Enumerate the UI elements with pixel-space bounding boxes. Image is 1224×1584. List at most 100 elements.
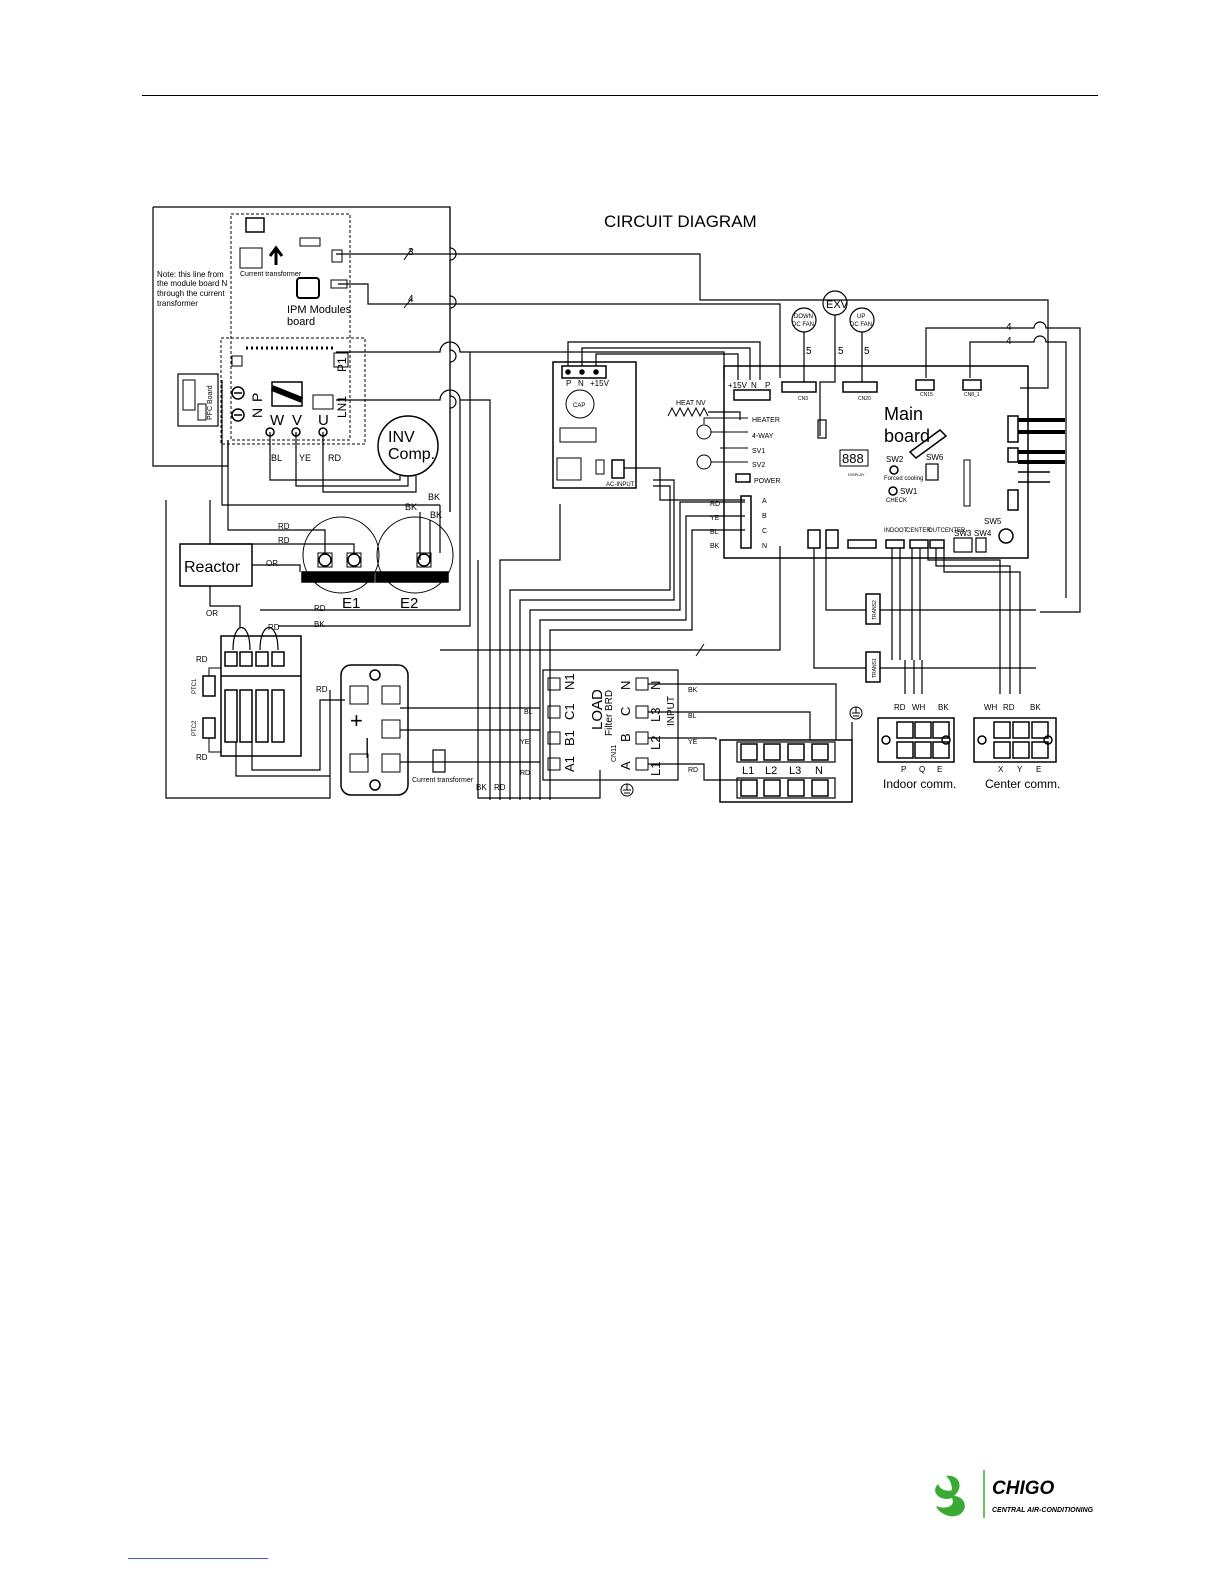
down-fan-line2: DC FAN xyxy=(792,322,814,328)
sw3-label: SW3 xyxy=(954,529,972,538)
main-p: P xyxy=(765,381,770,390)
sw1-desc: CHECK xyxy=(886,498,907,504)
ipm-label-line2: board xyxy=(287,316,315,328)
sw5-dial[interactable] xyxy=(998,528,1014,544)
ft-load: LOAD xyxy=(589,689,606,730)
center-e: E xyxy=(1036,765,1041,774)
ipm-label-line1: IPM Modules xyxy=(287,304,352,316)
down-fan-line1: DOWN xyxy=(794,314,813,320)
in-bk: BK xyxy=(688,687,698,694)
out-heater: HEATER xyxy=(752,417,780,424)
trans2-label: TRANS2 xyxy=(872,600,878,620)
rd-label-mid: RD xyxy=(314,604,326,613)
pt-rd: RD xyxy=(710,501,720,508)
reactor-label: Reactor xyxy=(184,559,241,576)
ft-in-l2: L2 xyxy=(648,736,663,750)
main-board-label-2: board xyxy=(884,426,930,446)
sw6-switch[interactable] xyxy=(925,463,939,481)
ft-bl: BL xyxy=(524,709,533,716)
ipm-board-outline xyxy=(230,213,351,441)
ac-input-label: AC-INPUT xyxy=(606,482,635,488)
rd-label-contactor1: RD xyxy=(196,655,208,664)
bottom-ct-label: Current transformer xyxy=(412,777,474,784)
or-label-1: OR xyxy=(266,559,278,568)
pt-c: C xyxy=(762,528,767,535)
wire-bl-label: BL xyxy=(271,453,282,463)
phase-u: U xyxy=(318,412,329,429)
indoor-wire-rd: RD xyxy=(894,703,906,712)
main-15v: +15V xyxy=(728,381,748,390)
note-line1: Note: this line from xyxy=(157,270,224,279)
center-wire-rd: RD xyxy=(1003,703,1015,712)
sw1-label: SW1 xyxy=(900,487,918,496)
e1-ring xyxy=(302,516,380,594)
cap-label: CAP xyxy=(573,403,585,409)
cn20-label: CN20 xyxy=(858,396,871,402)
ptc1 xyxy=(202,675,216,697)
in-bl: BL xyxy=(688,713,697,720)
up-fan xyxy=(849,307,875,333)
indoor-wire-bk: BK xyxy=(938,703,949,712)
cn8-label: CN8_1 xyxy=(964,392,980,398)
rd-label-e1a: RD xyxy=(278,522,290,531)
sw2-label: SW2 xyxy=(886,455,904,464)
wire-count-4c: 4 xyxy=(1006,336,1012,347)
bk-label-bottom: BK xyxy=(476,783,487,792)
display xyxy=(839,449,869,467)
out-4way: 4-WAY xyxy=(752,433,774,440)
sw3-switch[interactable] xyxy=(953,537,973,553)
ipm-chip xyxy=(296,277,320,299)
bk-label-2: BK xyxy=(405,502,417,512)
header-rule xyxy=(142,95,1098,96)
e2-ring xyxy=(376,516,454,594)
pm-label-p: P xyxy=(566,379,571,388)
rd-label-contactor2: RD xyxy=(196,753,208,762)
cn15-label: CN15 xyxy=(920,392,933,398)
note-line3: through the current xyxy=(157,289,225,298)
ptc1-label: PTC1 xyxy=(192,678,198,694)
wire-count-5a: 5 xyxy=(806,346,812,357)
ipm-terminal-n: N xyxy=(249,408,265,418)
sw2-desc: Forced cooling xyxy=(884,476,923,482)
pt-ye: YE xyxy=(710,515,720,522)
ptc2 xyxy=(202,717,216,739)
bk-label-mid: BK xyxy=(314,620,325,629)
filter-board xyxy=(542,669,679,781)
ft-load-c: C xyxy=(618,707,633,716)
ft-input: INPUT xyxy=(666,696,677,726)
trans1 xyxy=(865,651,881,683)
rd-label-bridge: RD xyxy=(316,685,328,694)
indoor-e: E xyxy=(937,765,942,774)
cn3-label: CN3 xyxy=(798,396,808,402)
main-board-label-1: Main xyxy=(884,404,923,424)
sw1-button[interactable] xyxy=(888,486,898,496)
sw4-label: SW4 xyxy=(974,529,992,538)
sw4-switch[interactable] xyxy=(975,537,987,553)
pt-n: N xyxy=(762,543,767,550)
ipm-heatsink xyxy=(271,381,303,407)
out-power: POWER xyxy=(754,478,780,485)
e2-label: E2 xyxy=(400,595,418,612)
pt-a: A xyxy=(762,498,767,505)
bk-label-3: BK xyxy=(430,510,442,520)
trans2 xyxy=(865,593,881,625)
wire-count-5c: 5 xyxy=(864,346,870,357)
pt-bk: BK xyxy=(710,543,720,550)
out-sv2: SV2 xyxy=(752,462,765,469)
diagram-title: CIRCUIT DIAGRAM xyxy=(604,212,757,231)
center-comm-block xyxy=(973,717,1057,763)
comm-center: CENTER xyxy=(906,528,931,534)
tb-l1: L1 xyxy=(742,765,754,777)
sw5-label: SW5 xyxy=(984,517,1002,526)
center-wire-wh: WH xyxy=(984,703,998,712)
center-y: Y xyxy=(1017,765,1023,774)
sw2-button[interactable] xyxy=(889,465,899,475)
ft-load-b: B xyxy=(618,733,633,742)
power-module xyxy=(552,361,637,489)
rd-label-e1b: RD xyxy=(278,536,290,545)
ft-in-l3: L3 xyxy=(648,708,663,722)
trans1-label: TRANS1 xyxy=(872,658,878,678)
tb-n: N xyxy=(815,765,823,777)
indoor-comm-label: Indoor comm. xyxy=(883,777,956,791)
chigo-tagline: CENTRAL AIR-CONDITIONING xyxy=(992,1507,1094,1514)
